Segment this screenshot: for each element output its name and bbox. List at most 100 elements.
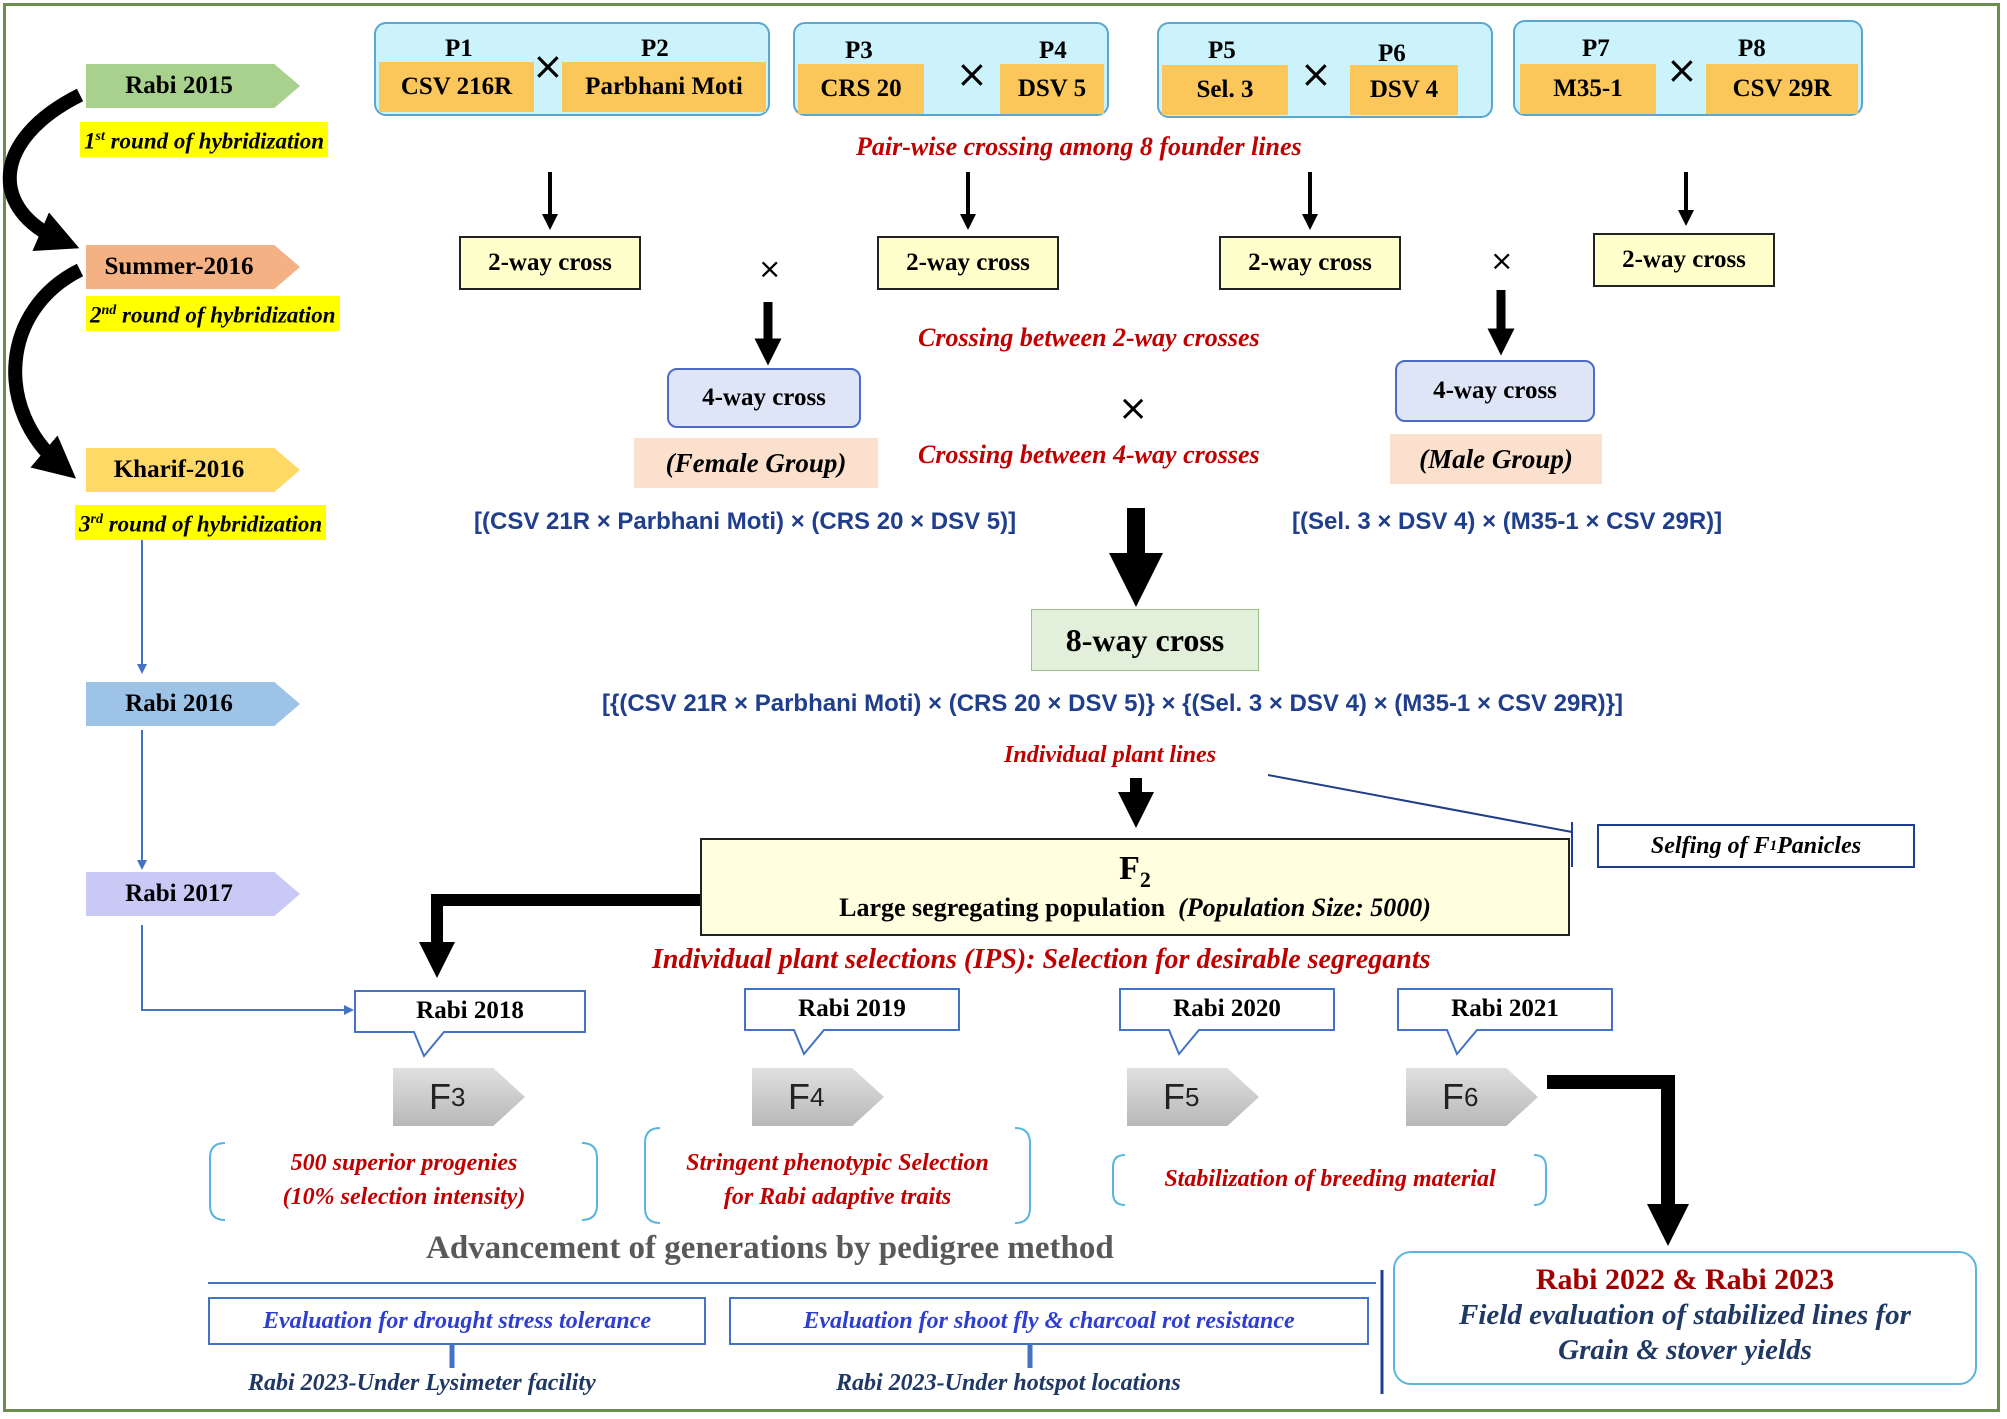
year-callout-rabi-2018: Rabi 2018 <box>354 990 586 1058</box>
parent-name-p4: DSV 5 <box>1000 64 1104 114</box>
crossing-4way-note: Crossing between 4-way crosses <box>918 440 1260 469</box>
two-way-cross-3: 2-way cross <box>1219 236 1401 290</box>
eval-shootfly-box: Evaluation for shoot fly & charcoal rot … <box>729 1297 1369 1345</box>
gen-sub: 4 <box>810 1081 825 1112</box>
male-group-label: (Male Group) <box>1390 434 1602 484</box>
pairwise-note: Pair-wise crossing among 8 founder lines <box>856 132 1302 161</box>
selfing-sub: 1 <box>1769 837 1778 854</box>
round-3-text: round of hybridization <box>102 511 323 537</box>
f2-population-box: F2 Large segregating population (Populat… <box>700 838 1570 936</box>
parent-name-p1: CSV 216R <box>379 62 534 112</box>
parent-label-p5: P5 <box>1208 37 1236 64</box>
year-label: Rabi 2019 <box>798 995 906 1022</box>
note-stringent-selection: Stringent phenotypic Selection for Rabi … <box>645 1146 1030 1214</box>
eval-drought-box: Evaluation for drought stress tolerance <box>208 1297 706 1345</box>
f2-desc: Large segregating population <box>839 892 1166 922</box>
f2-label: F2 <box>702 850 1568 893</box>
two-way-cross-1: 2-way cross <box>459 236 641 290</box>
female-pedigree: [(CSV 21R × Parbhani Moti) × (CRS 20 × D… <box>474 508 1017 535</box>
diagram-frame <box>3 3 2000 1412</box>
advancement-heading: Advancement of generations by pedigree m… <box>426 1230 1114 1266</box>
final-line-1: Field evaluation of stabilized lines for <box>1459 1299 1911 1331</box>
round-3-sup: rd <box>90 512 103 527</box>
round-2-num: 2 <box>90 302 102 328</box>
eval-lysimeter-text: Rabi 2023-Under Lysimeter facility <box>248 1370 596 1396</box>
round-2-sup: nd <box>101 303 117 318</box>
year-callout-rabi-2019: Rabi 2019 <box>744 988 960 1056</box>
parent-label-p1: P1 <box>445 35 473 62</box>
callout-shape <box>1397 988 1613 1056</box>
two-way-cross-4: 2-way cross <box>1593 233 1775 287</box>
season-rabi-2016: Rabi 2016 <box>86 682 300 726</box>
note-line: for Rabi adaptive traits <box>723 1184 952 1210</box>
f2-size: (Population Size: 5000) <box>1178 892 1431 922</box>
note-line: 500 superior progenies <box>290 1150 518 1176</box>
parent-label-p4: P4 <box>1039 37 1067 64</box>
eight-way-pedigree: [{(CSV 21R × Parbhani Moti) × (CRS 20 × … <box>602 690 1623 717</box>
round-1-sup: st <box>95 129 105 144</box>
season-summer-2016: Summer-2016 <box>86 245 300 289</box>
gen-letter: F <box>1442 1076 1464 1117</box>
selfing-text: Selfing of F <box>1650 832 1770 859</box>
round-2-label: 2nd round of hybridization <box>86 296 340 331</box>
gen-sub: 3 <box>451 1081 466 1112</box>
final-evaluation-box: Rabi 2022 & Rabi 2023 Field evaluation o… <box>1393 1251 1977 1385</box>
gen-sub: 5 <box>1185 1081 1200 1112</box>
cross-symbol-2way-left: × <box>758 252 782 285</box>
callout-shape <box>744 988 960 1056</box>
male-pedigree: [(Sel. 3 × DSV 4) × (M35-1 × CSV 29R)] <box>1292 508 1723 535</box>
parent-name-p7: M35-1 <box>1520 64 1656 114</box>
round-3-label: 3rd round of hybridization <box>75 505 327 540</box>
eight-way-cross: 8-way cross <box>1031 609 1259 671</box>
year-label: Rabi 2020 <box>1173 995 1281 1022</box>
gen-letter: F <box>788 1076 810 1117</box>
gen-letter: F <box>429 1076 451 1117</box>
final-title: Rabi 2022 & Rabi 2023 <box>1535 1263 1835 1296</box>
parent-label-p2: P2 <box>641 35 669 62</box>
cross-symbol-4: × <box>1666 48 1698 92</box>
parent-label-p7: P7 <box>1582 35 1610 62</box>
cross-symbol-2: × <box>956 52 988 96</box>
callout-shape <box>354 990 586 1058</box>
parent-label-p6: P6 <box>1378 40 1406 67</box>
note-line: (10% selection intensity) <box>282 1184 526 1210</box>
gen-letter: F <box>1163 1076 1185 1117</box>
cross-symbol-3: × <box>1300 52 1332 96</box>
round-1-num: 1 <box>84 128 96 154</box>
parent-label-p8: P8 <box>1738 35 1766 62</box>
final-line-2: Grain & stover yields <box>1558 1334 1812 1366</box>
f2-letter: F <box>1119 850 1140 887</box>
two-way-cross-2: 2-way cross <box>877 236 1059 290</box>
season-rabi-2017: Rabi 2017 <box>86 872 300 916</box>
year-callout-rabi-2021: Rabi 2021 <box>1397 988 1613 1056</box>
parent-name-p6: DSV 4 <box>1350 65 1458 115</box>
note-line: Stringent phenotypic Selection <box>686 1150 989 1176</box>
note-superior-progenies: 500 superior progenies (10% selection in… <box>215 1146 593 1214</box>
round-1-text: round of hybridization <box>104 128 325 154</box>
crossing-2way-note: Crossing between 2-way crosses <box>918 323 1260 352</box>
female-group-label: (Female Group) <box>634 438 878 488</box>
year-callout-rabi-2020: Rabi 2020 <box>1119 988 1335 1056</box>
round-1-label: 1st round of hybridization <box>80 122 329 157</box>
cross-symbol-2way-right: × <box>1490 244 1514 277</box>
cross-symbol-1: × <box>532 44 564 88</box>
year-label: Rabi 2021 <box>1451 995 1559 1022</box>
round-2-text: round of hybridization <box>116 302 336 328</box>
f2-sub: 2 <box>1139 866 1151 892</box>
four-way-cross-female: 4-way cross <box>667 368 861 428</box>
parent-name-p5: Sel. 3 <box>1162 65 1288 115</box>
callout-shape <box>1119 988 1335 1056</box>
f2-description: Large segregating population (Population… <box>702 893 1568 923</box>
selfing-text-post: Panicles <box>1777 832 1862 859</box>
round-3-num: 3 <box>79 511 91 537</box>
parent-name-p8: CSV 29R <box>1706 64 1858 114</box>
parent-label-p3: P3 <box>845 37 873 64</box>
note-line: Stabilization of breeding material <box>1164 1166 1496 1192</box>
four-way-cross-male: 4-way cross <box>1395 360 1595 422</box>
eval-hotspot-text: Rabi 2023-Under hotspot locations <box>836 1370 1181 1396</box>
